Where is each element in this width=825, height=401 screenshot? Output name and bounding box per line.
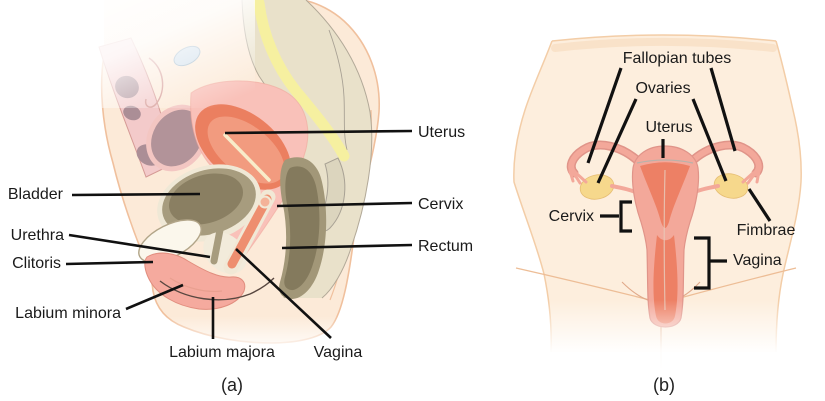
label-bladder: Bladder bbox=[8, 186, 64, 203]
panel-b-art bbox=[513, 34, 802, 368]
label-ovaries: Ovaries bbox=[635, 80, 690, 97]
panel-b: Fallopian tubes Ovaries Uterus Cervix Fi… bbox=[495, 34, 825, 395]
leader-uterus-a bbox=[224, 129, 413, 135]
leader-ovaries-right bbox=[691, 98, 728, 182]
torso-right-outline bbox=[775, 40, 802, 353]
vagina-canal-shape bbox=[227, 194, 272, 269]
leader-rectum-a bbox=[281, 243, 413, 250]
label-clitoris: Clitoris bbox=[12, 255, 61, 272]
torso-top-shading bbox=[551, 38, 777, 52]
vertebra-disc-2 bbox=[123, 105, 141, 121]
torso-top-outline bbox=[551, 34, 777, 42]
leader-fallopian-left bbox=[586, 67, 623, 164]
urethra-shape bbox=[210, 226, 224, 265]
label-cervix-b: Cervix bbox=[549, 208, 594, 225]
fimbriae-left-shape bbox=[568, 169, 588, 185]
sacrum-right-outline bbox=[305, 0, 373, 299]
leader-urethra bbox=[68, 233, 211, 259]
label-urethra: Urethra bbox=[11, 227, 64, 244]
fade-bottom-a bbox=[88, 316, 373, 362]
leader-labium-minora bbox=[125, 283, 184, 311]
cervix-opening-shape bbox=[258, 195, 272, 209]
leader-fimbrae bbox=[747, 188, 772, 222]
labia-majora-outline bbox=[159, 277, 275, 301]
ovary-left-shape bbox=[579, 174, 615, 200]
fallopian-tube-right-fill bbox=[688, 142, 762, 176]
spinal-canal-shape bbox=[253, 0, 350, 162]
label-uterus-a: Uterus bbox=[418, 124, 465, 141]
fundus-line bbox=[636, 159, 694, 164]
leader-vagina-a bbox=[235, 248, 332, 339]
vagina-bracket bbox=[694, 236, 711, 290]
caption-a: (a) bbox=[221, 375, 243, 395]
panel-a: Uterus Cervix Rectum Bladder Urethra Cli… bbox=[8, 0, 473, 395]
ovary-right-shape bbox=[713, 173, 749, 199]
label-vagina-b: Vagina bbox=[733, 252, 782, 269]
cervix-bracket bbox=[619, 200, 632, 233]
fallopian-tube-left-fill bbox=[568, 142, 642, 176]
label-cervix-a: Cervix bbox=[418, 196, 463, 213]
fimbriae-right-shape bbox=[741, 169, 761, 185]
sacrum-mauve-shape bbox=[151, 109, 203, 167]
rectum-shape bbox=[284, 166, 320, 291]
sacrum-inner-line bbox=[328, 29, 348, 151]
leader-fallopian-right bbox=[709, 67, 737, 152]
endometrium-line bbox=[223, 133, 271, 182]
bladder-inner-shape bbox=[168, 173, 244, 225]
label-fimbrae: Fimbrae bbox=[737, 222, 796, 239]
leader-ovaries-left bbox=[596, 98, 638, 184]
label-rectum-a: Rectum bbox=[418, 238, 473, 255]
label-fallopian-tubes: Fallopian tubes bbox=[623, 50, 732, 67]
labia-fold-line bbox=[169, 277, 223, 293]
fade-top-left bbox=[60, 0, 255, 108]
vulva-shape bbox=[144, 252, 246, 310]
label-labium-minora: Labium minora bbox=[15, 305, 121, 322]
caption-b: (b) bbox=[653, 375, 675, 395]
sacrum-bone-shape bbox=[242, 0, 372, 298]
leader-clitoris bbox=[65, 260, 154, 266]
label-uterus-b: Uterus bbox=[645, 119, 692, 136]
fade-bottom-b bbox=[495, 300, 825, 372]
leader-bladder bbox=[71, 192, 201, 197]
label-vagina-a: Vagina bbox=[314, 344, 363, 361]
label-labium-majora: Labium majora bbox=[169, 344, 275, 361]
panel-a-annotations: Uterus Cervix Rectum Bladder Urethra Cli… bbox=[8, 124, 473, 395]
uterine-seam-line bbox=[663, 169, 666, 311]
torso-left-outline bbox=[513, 40, 553, 353]
panel-b-annotations: Fallopian tubes Ovaries Uterus Cervix Fi… bbox=[549, 50, 796, 395]
leader-cervix-a bbox=[276, 201, 413, 208]
